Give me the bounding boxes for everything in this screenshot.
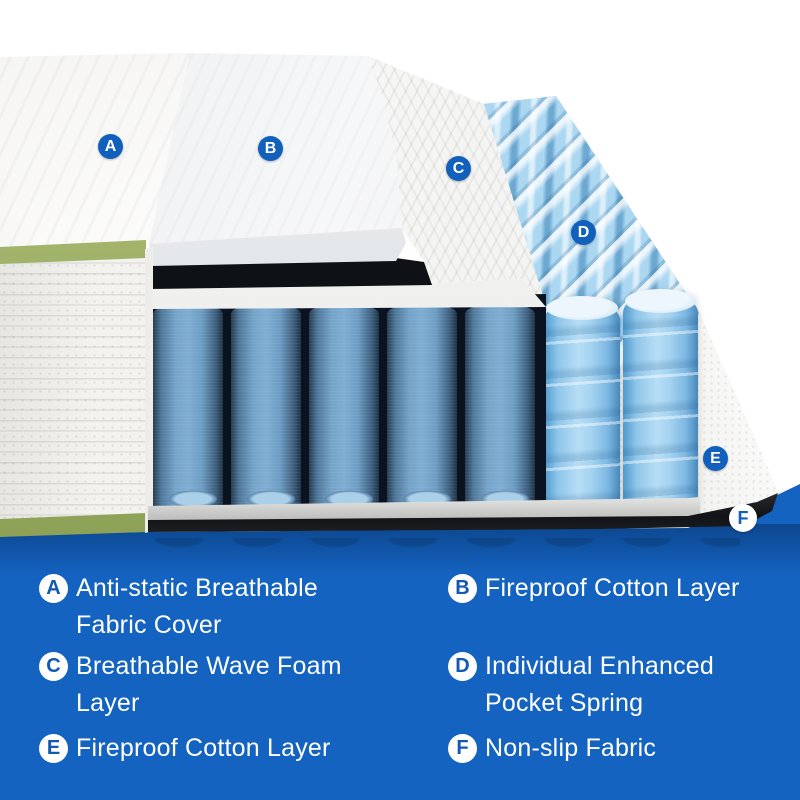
spring-shadow-scallops bbox=[140, 538, 740, 572]
legend-label: Fireproof Cotton Layer bbox=[76, 734, 331, 762]
spring-coil bbox=[153, 304, 223, 506]
legend-panel-background bbox=[0, 484, 800, 800]
legend-label: Breathable Wave Foam Layer bbox=[76, 652, 342, 717]
legend-badge-e: E bbox=[39, 734, 68, 763]
marker-badge-c: C bbox=[446, 156, 471, 181]
legend-badge-f: F bbox=[448, 734, 477, 763]
spring-coil bbox=[387, 304, 457, 506]
legend-badge-b: B bbox=[448, 574, 477, 603]
legend-item: F Non-slip Fabric bbox=[448, 730, 656, 767]
legend-item: B Fireproof Cotton Layer bbox=[448, 570, 740, 607]
legend-label: Individual Enhanced Pocket Spring bbox=[485, 652, 714, 717]
legend-label: Non-slip Fabric bbox=[485, 734, 657, 762]
spring-coil bbox=[309, 304, 379, 506]
legend-item: C Breathable Wave Foam Layer bbox=[39, 648, 344, 722]
spring-coil bbox=[231, 304, 301, 506]
marker-badge-f: F bbox=[729, 504, 757, 532]
legend-badge-d: D bbox=[448, 652, 477, 681]
legend-item: A Anti-static Breathable Fabric Cover bbox=[39, 570, 344, 644]
panel-top-shadow bbox=[0, 524, 800, 576]
spring-coil bbox=[465, 304, 535, 506]
pocket-spring-column bbox=[623, 289, 698, 512]
legend-item: E Fireproof Cotton Layer bbox=[39, 730, 331, 767]
legend-badge-c: C bbox=[39, 652, 68, 681]
legend-item: D Individual Enhanced Pocket Spring bbox=[448, 648, 753, 722]
marker-badge-a: A bbox=[98, 134, 123, 159]
marker-badge-b: B bbox=[258, 136, 283, 161]
legend-label: Anti-static Breathable Fabric Cover bbox=[76, 574, 319, 639]
legend-badge-a: A bbox=[39, 574, 68, 603]
pocket-spring-column bbox=[544, 296, 620, 512]
spring-cross-section bbox=[150, 294, 546, 514]
legend-label: Fireproof Cotton Layer bbox=[485, 574, 740, 602]
marker-badge-d: D bbox=[571, 220, 596, 245]
marker-badge-e: E bbox=[703, 446, 728, 471]
